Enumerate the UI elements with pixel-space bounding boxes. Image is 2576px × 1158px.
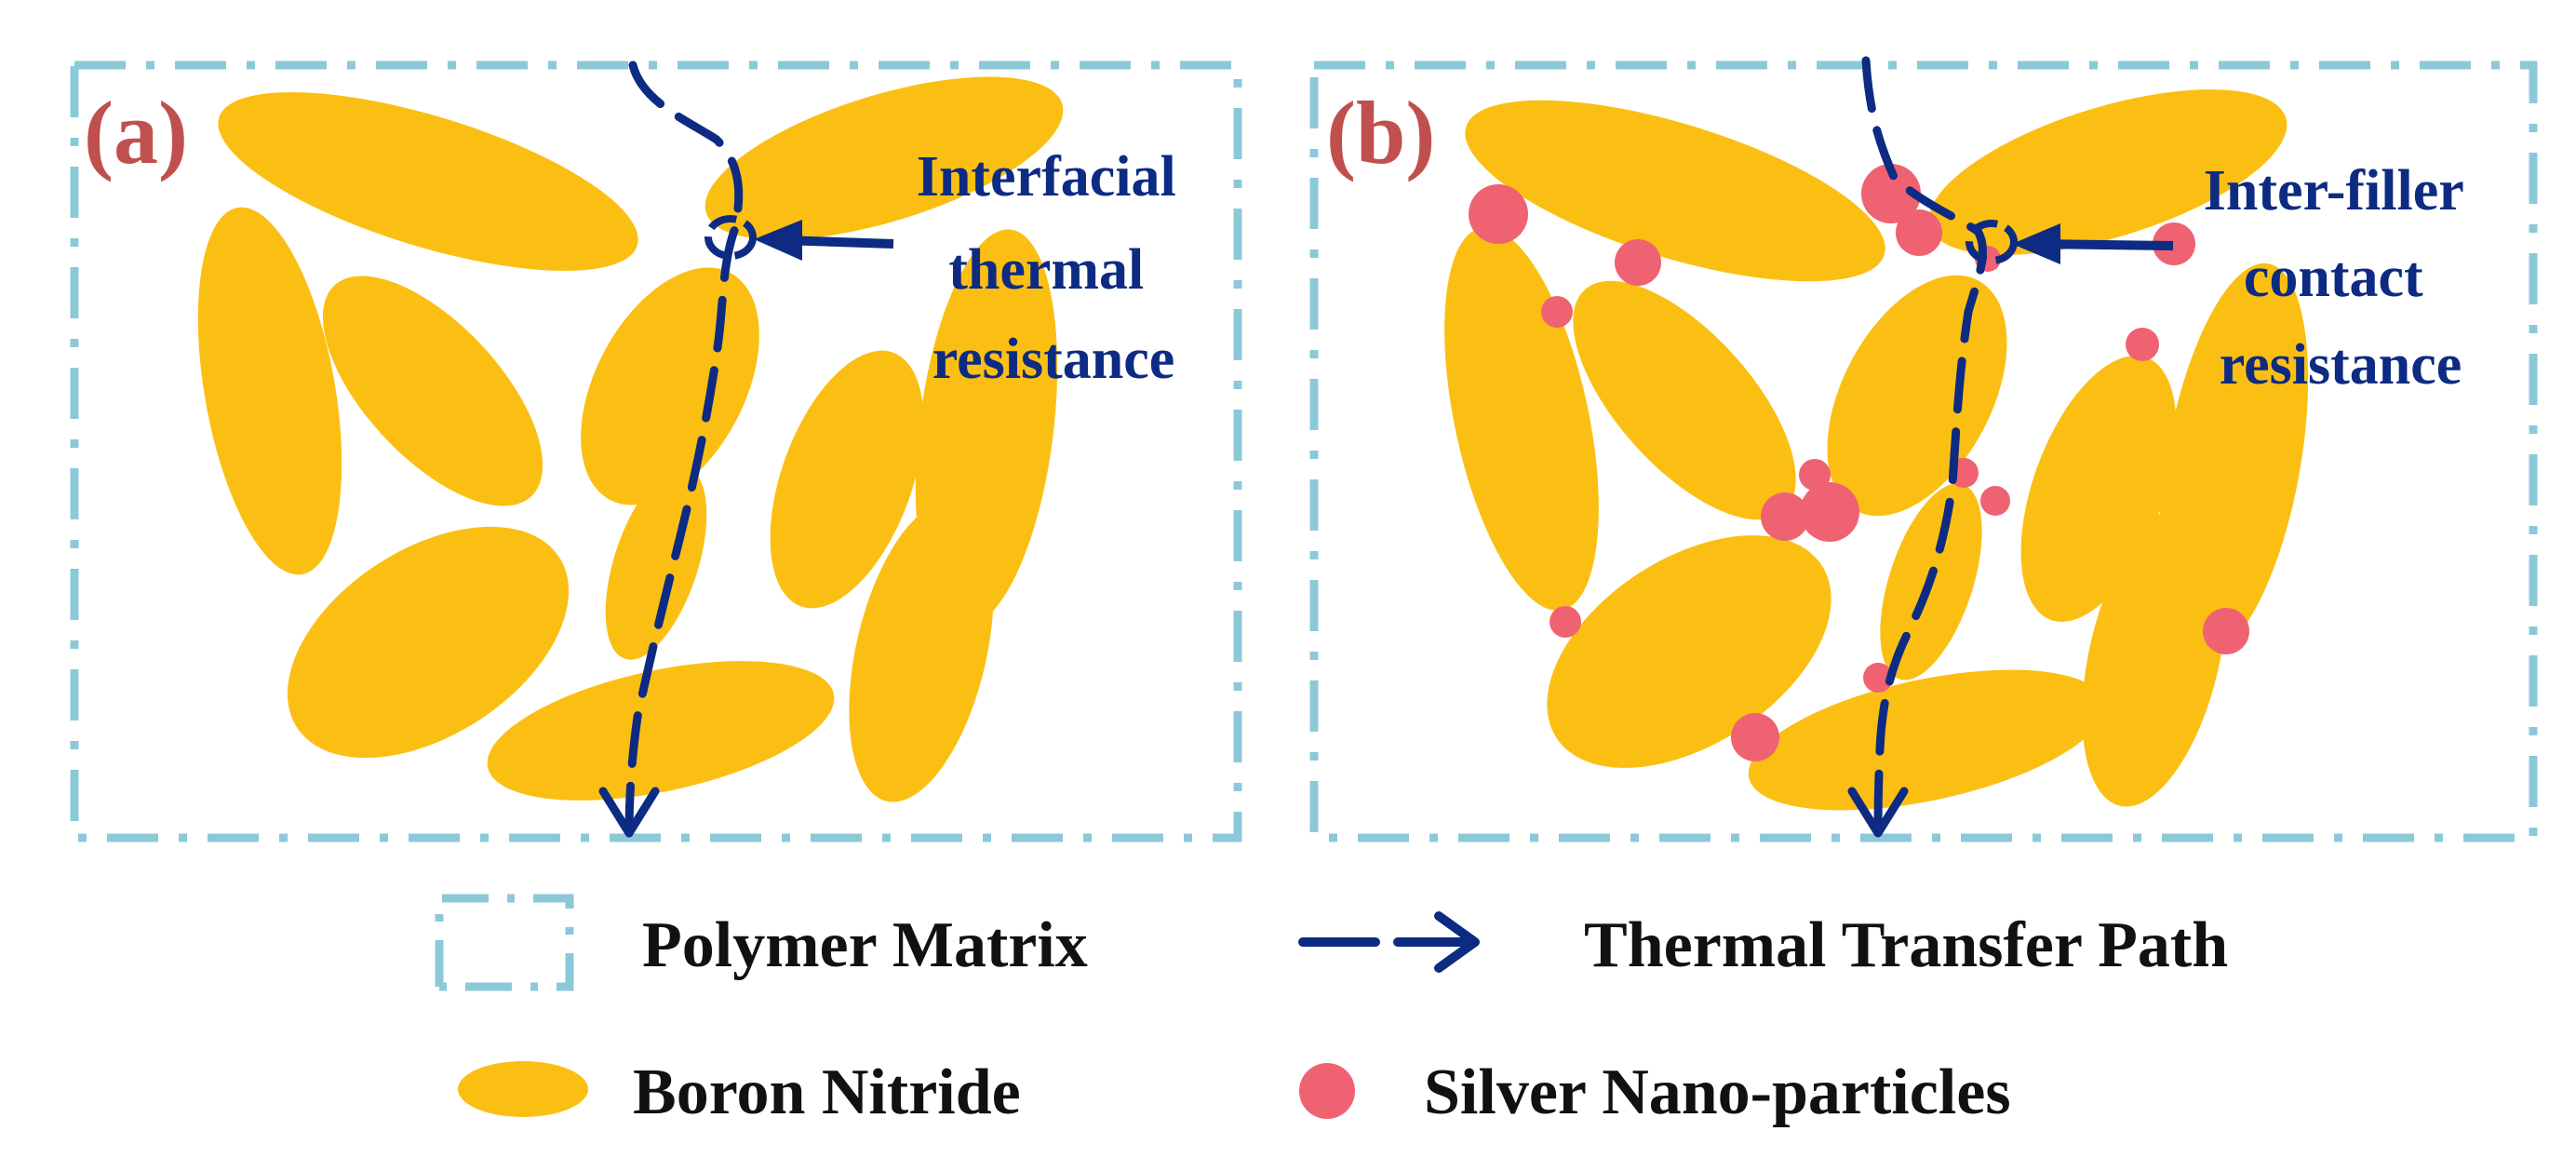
ellipse-icon [458,1061,588,1117]
bn-flake [1547,535,1831,768]
boron-nitride-flakes-a [197,76,1064,802]
contact-marker-b [1966,220,2018,264]
silver-particle [1615,239,1661,286]
legend-label-silver-nano-particles: Silver Nano-particles [1424,1057,2011,1128]
inter-filler-resistance-annotation: Inter-filler contact resistance [2204,159,2477,397]
circle-icon [1299,1063,1355,1119]
interface-marker-a [704,215,757,260]
dash-dot-frame-icon [435,894,574,991]
silver-particle [1541,296,1573,328]
silver-particle [2153,222,2195,265]
bn-flake [2082,505,2227,807]
bn-flake [287,526,570,759]
silver-particle [2203,608,2249,654]
legend-item-boron-nitride: Boron Nitride [458,1057,1021,1128]
panel-b: (b) Inter-filler contact resistance [1309,56,2538,842]
silver-particle [1980,486,2010,516]
legend-item-silver-nanoparticles: Silver Nano-particles [1299,1057,2011,1128]
silver-particle [1731,713,1779,761]
silver-particle [1469,184,1528,244]
silver-particle [1799,459,1831,491]
silver-particle [1863,663,1893,693]
bn-flake [1748,669,2105,811]
bn-flake [218,92,638,271]
silver-particle [1761,492,1809,541]
dashed-arrow-icon [1298,911,1480,973]
bn-flake [704,76,1064,240]
interfacial-resistance-annotation: Interfacial thermal resistance [917,145,1190,391]
panel-a-label: (a) [84,83,188,182]
silver-particle [2126,328,2159,361]
panel-a: (a) Interfacial thermal resistance [70,61,1242,842]
legend-item-thermal-path: Thermal Transfer Path [1298,909,2228,981]
bn-flake [770,350,924,609]
silver-particle [1800,482,1859,542]
silver-particle [1550,606,1581,638]
bn-flake [487,661,835,801]
bn-flake [322,276,543,506]
legend-label-boron-nitride: Boron Nitride [633,1057,1021,1128]
polymer-matrix-frame-b [1309,61,2538,842]
thermal-path-a [598,61,894,838]
bn-flake [849,501,994,802]
bn-flake [581,267,759,505]
bn-flake [1928,89,2288,255]
silver-particle [1861,164,1921,223]
polymer-matrix-frame-a [70,61,1242,842]
thermal-path-b [1847,56,2174,838]
bn-flake [1444,227,1599,611]
silver-particle [1896,209,1942,256]
panel-b-label: (b) [1326,83,1435,182]
legend-label-thermal-transfer-path: Thermal Transfer Path [1584,909,2228,981]
legend-item-polymer-matrix: Polymer Matrix [435,894,1088,991]
bn-flake [197,207,342,575]
bn-flake [1573,280,1796,520]
legend-label-polymer-matrix: Polymer Matrix [642,909,1088,981]
boron-nitride-flakes-b [1444,89,2309,811]
legend: Polymer Matrix Thermal Transfer Path Bor… [435,894,2228,1128]
bn-flake [1465,100,1885,282]
